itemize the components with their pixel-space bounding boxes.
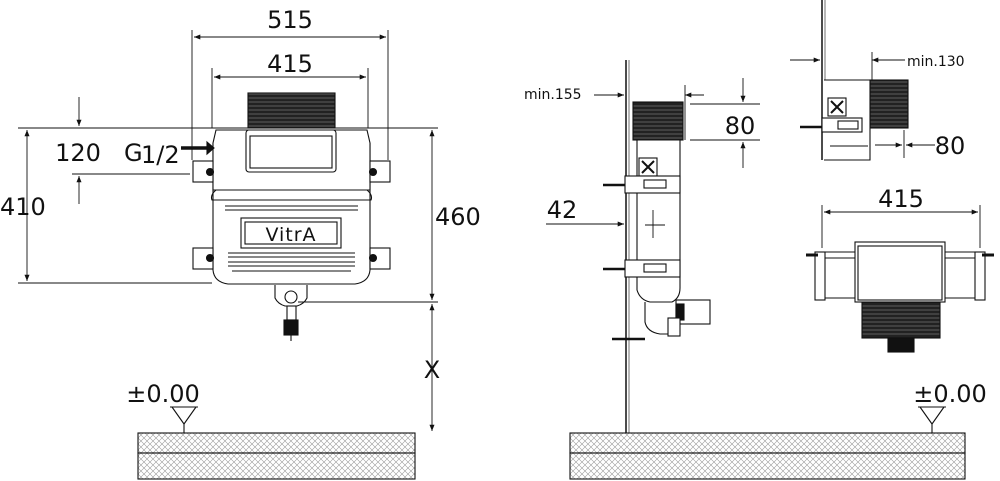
dim-min-clearance: min.130 [907, 54, 965, 70]
floor-level-left: ±0.00 [126, 380, 200, 408]
dim-plan-width: 415 [878, 185, 924, 213]
plan-dimensions [821, 205, 981, 248]
inlet-thread-base: G [124, 139, 143, 167]
floor-level-marker-left [170, 406, 198, 433]
dim-frame-height: 410 [0, 193, 46, 221]
detail-dimensions [790, 52, 935, 158]
dim-inlet-height: 120 [55, 139, 101, 167]
side-view [546, 60, 966, 480]
plan-view [806, 205, 994, 353]
detail-view [790, 0, 935, 161]
cistern-side [603, 101, 711, 341]
side-dimensions [546, 78, 760, 238]
dim-frame-width: 415 [267, 50, 313, 78]
floor-slab-left [137, 432, 416, 480]
cistern-front [181, 92, 391, 341]
front-view [18, 30, 438, 480]
brand-logo: VitrA [265, 224, 316, 246]
dim-total-height: 460 [435, 203, 481, 231]
dim-overall-width: 515 [267, 6, 313, 34]
dim-side-depth: 42 [547, 196, 578, 224]
dim-min-wall-gap: min.155 [524, 87, 582, 103]
front-dimensions [18, 30, 438, 431]
dim-detail-offset: 80 [935, 132, 966, 160]
floor-slab-right [569, 432, 966, 480]
dim-variable-height: X [424, 356, 440, 384]
inlet-thread-fraction: 1/2 [141, 141, 180, 169]
dim-side-top-offset: 80 [725, 112, 756, 140]
floor-level-marker-right [918, 406, 946, 433]
floor-level-right: ±0.00 [913, 380, 987, 408]
